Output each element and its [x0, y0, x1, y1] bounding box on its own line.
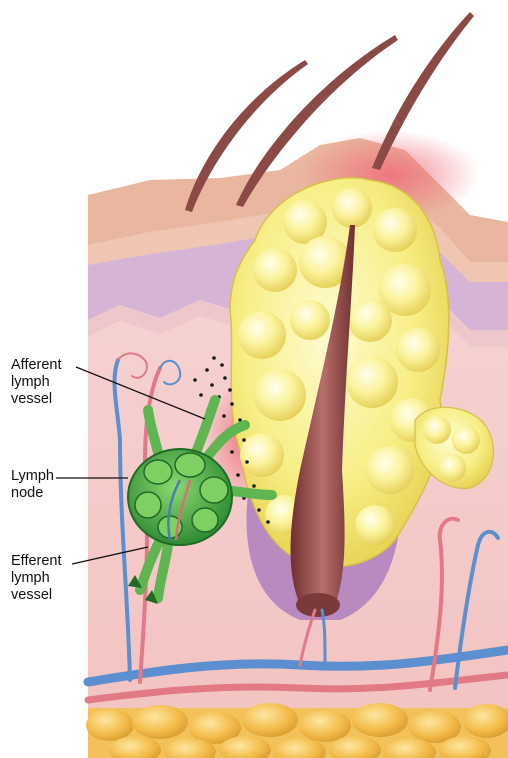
label-efferent-lymph-vessel: Efferent lymph vessel [11, 553, 62, 604]
fat-layer [86, 703, 508, 758]
label-lymph-node: Lymph node [11, 468, 54, 502]
hair-bulb [296, 593, 340, 617]
label-afferent-lymph-vessel: Afferent lymph vessel [11, 357, 62, 408]
